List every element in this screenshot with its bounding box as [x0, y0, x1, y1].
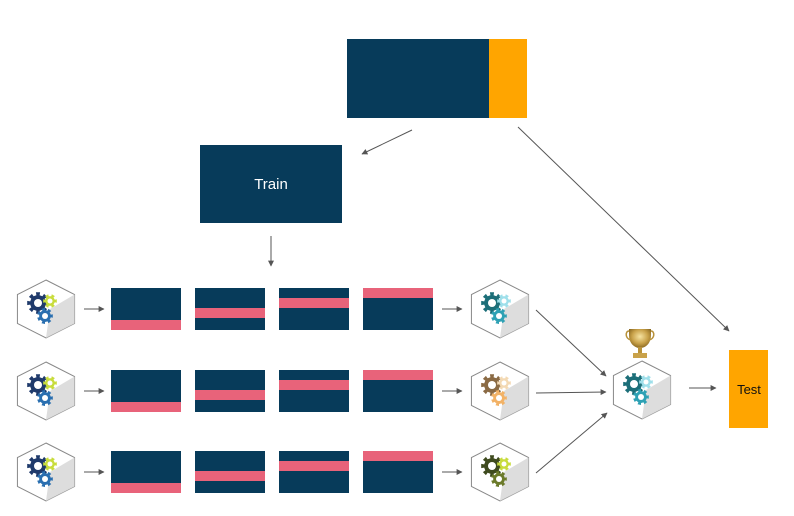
fold-4	[363, 288, 433, 330]
full-dataset-train-portion	[347, 39, 489, 118]
fold-4	[363, 451, 433, 493]
arrow-model-3-to-best	[535, 412, 608, 474]
gears-icon-initial	[16, 361, 76, 421]
gears-icon-trained-3	[470, 442, 530, 502]
gears-icon-initial	[16, 279, 76, 339]
validation-stripe	[195, 308, 265, 318]
validation-stripe	[195, 390, 265, 400]
fold-2	[195, 451, 265, 493]
fold-3	[279, 370, 349, 412]
fold-1	[111, 370, 181, 412]
test-label: Test	[737, 382, 761, 397]
gears-icon-best	[612, 360, 672, 420]
fold-1	[111, 451, 181, 493]
fold-1	[111, 288, 181, 330]
cv-row-3	[16, 442, 530, 502]
validation-stripe	[279, 380, 349, 390]
cv-rows	[16, 279, 530, 502]
fold-2	[195, 288, 265, 330]
fold-3	[279, 288, 349, 330]
test-box: Test	[729, 350, 768, 428]
arrow-dataset-to-train	[361, 129, 413, 155]
gears-icon-trained-1	[470, 279, 530, 339]
validation-stripe	[111, 483, 181, 493]
fold-2	[195, 370, 265, 412]
train-label: Train	[254, 176, 288, 193]
validation-stripe	[363, 370, 433, 380]
full-dataset	[347, 39, 527, 118]
validation-stripe	[363, 451, 433, 461]
arrow-dataset-to-test	[517, 126, 730, 332]
cv-row-2	[16, 361, 530, 421]
gears-icon-initial	[16, 442, 76, 502]
fold-3	[279, 451, 349, 493]
trophy-icon	[625, 329, 655, 358]
train-box: Train	[200, 145, 342, 223]
best-model	[612, 360, 672, 420]
validation-stripe	[111, 320, 181, 330]
validation-stripe	[279, 298, 349, 308]
validation-stripe	[195, 471, 265, 481]
full-dataset-test-portion	[489, 39, 527, 118]
arrow-model-1-to-best	[535, 309, 607, 377]
cv-row-1	[16, 279, 530, 339]
validation-stripe	[111, 402, 181, 412]
fold-4	[363, 370, 433, 412]
validation-stripe	[363, 288, 433, 298]
arrow-model-2-to-best	[535, 389, 607, 396]
gears-icon-trained-2	[470, 361, 530, 421]
validation-stripe	[279, 461, 349, 471]
